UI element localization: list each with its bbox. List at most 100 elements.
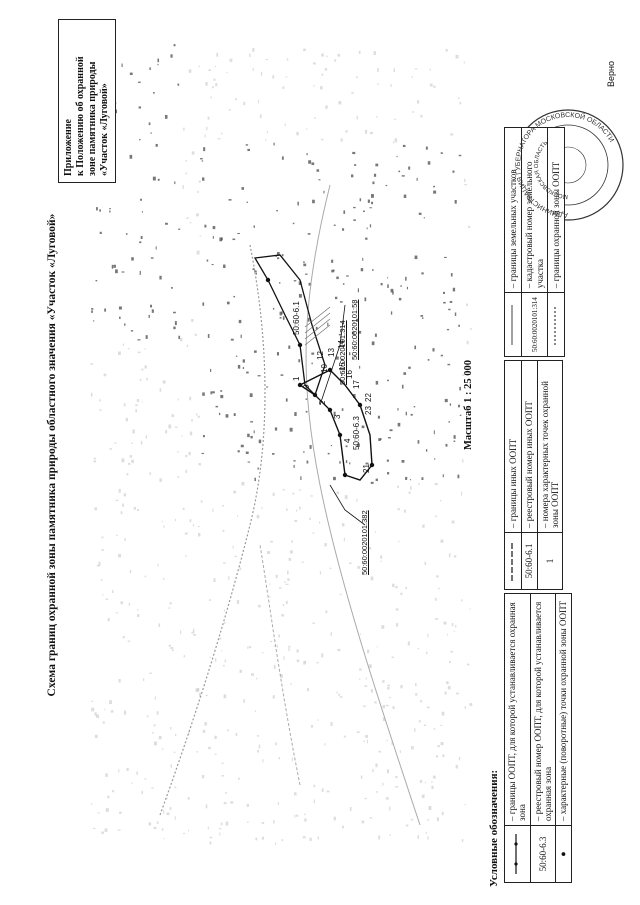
map-speckle [254, 477, 256, 482]
map-texture [90, 44, 473, 845]
map-speckle [433, 430, 435, 435]
road-line [305, 184, 421, 826]
map-speckle [420, 315, 424, 317]
map-speckle [258, 99, 260, 104]
map-speckle [125, 418, 128, 422]
map-speckle [298, 489, 302, 491]
map-speckle [330, 445, 333, 447]
map-speckle [163, 810, 165, 814]
map-speckle [201, 774, 205, 779]
map-speckle [230, 338, 234, 341]
map-speckle [338, 693, 341, 696]
map-speckle [227, 729, 229, 732]
map-speckle [285, 583, 289, 585]
map-speckle [221, 650, 223, 652]
map-speckle [129, 72, 133, 76]
map-speckle [357, 288, 359, 293]
boundary-line-icon [514, 834, 518, 874]
map-speckle [356, 318, 359, 322]
map-speckle [236, 515, 239, 517]
map-speckle [392, 706, 395, 709]
map-speckle [219, 637, 222, 640]
map-speckle [96, 714, 100, 718]
point-number: 12 [316, 351, 325, 360]
map-speckle [417, 440, 420, 444]
map-speckle [321, 73, 324, 76]
map-speckle [427, 819, 430, 821]
map-speckle [370, 689, 373, 693]
map-speckle [111, 264, 114, 269]
map-speckle [373, 51, 376, 55]
map-speckle [145, 335, 148, 339]
map-speckle [157, 563, 159, 567]
map-speckle [438, 587, 440, 590]
zone-boundary-line-icon [554, 304, 556, 345]
map-speckle [467, 663, 470, 666]
map-speckle [444, 398, 448, 403]
map-speckle [122, 343, 125, 346]
map-speckle [90, 392, 93, 397]
map-speckle [173, 311, 176, 314]
map-speckle [349, 352, 351, 356]
map-speckle [450, 650, 453, 653]
map-speckle [136, 771, 138, 775]
map-speckle [121, 458, 125, 463]
map-speckle [340, 358, 343, 360]
map-speckle [305, 128, 308, 130]
map-speckle [445, 48, 448, 52]
map-speckle [120, 601, 124, 605]
map-speckle [121, 271, 125, 273]
map-speckle [198, 532, 201, 537]
map-speckle [386, 739, 388, 742]
map-speckle [199, 235, 202, 237]
map-speckle [435, 515, 438, 517]
map-speckle [140, 198, 142, 201]
map-speckle [378, 835, 381, 840]
map-speckle [115, 499, 119, 502]
map-speckle [186, 344, 189, 348]
map-speckle [202, 177, 205, 181]
map-speckle [166, 797, 168, 800]
map-speckle [341, 373, 343, 376]
map-speckle [132, 429, 135, 434]
map-speckle [185, 555, 187, 557]
map-speckle [116, 534, 118, 537]
map-speckle [339, 593, 342, 596]
map-speckle [286, 58, 289, 61]
map-speckle [385, 184, 388, 187]
map-speckle [319, 521, 321, 524]
map-speckle [98, 561, 101, 566]
map-speckle [290, 550, 293, 554]
map-speckle [189, 431, 193, 436]
map-speckle [414, 255, 418, 260]
map-speckle [366, 649, 370, 654]
map-speckle [442, 474, 444, 478]
map-speckle [387, 684, 390, 687]
map-speckle [146, 377, 148, 381]
map-speckle [398, 297, 402, 301]
map-speckle [123, 403, 126, 407]
map-speckle [464, 706, 467, 709]
map-speckle [282, 489, 286, 491]
map-speckle [453, 435, 456, 439]
map-speckle [90, 700, 94, 702]
map-speckle [165, 222, 168, 225]
map-speckle [253, 350, 257, 353]
map-speckle [439, 499, 442, 502]
map-speckle [156, 821, 159, 824]
map-speckle [386, 459, 389, 462]
map-speckle [294, 412, 297, 417]
map-speckle [99, 409, 102, 411]
map-speckle [418, 720, 421, 723]
map-speckle [372, 181, 375, 185]
map-speckle [369, 817, 372, 819]
map-speckle [129, 154, 133, 159]
map-speckle [427, 359, 430, 361]
legend-row: – границы земельных участков [504, 127, 522, 357]
other-oopt-boundary [253, 254, 326, 397]
map-speckle [337, 53, 341, 57]
map-speckle [419, 779, 423, 783]
map-speckle [182, 507, 185, 510]
